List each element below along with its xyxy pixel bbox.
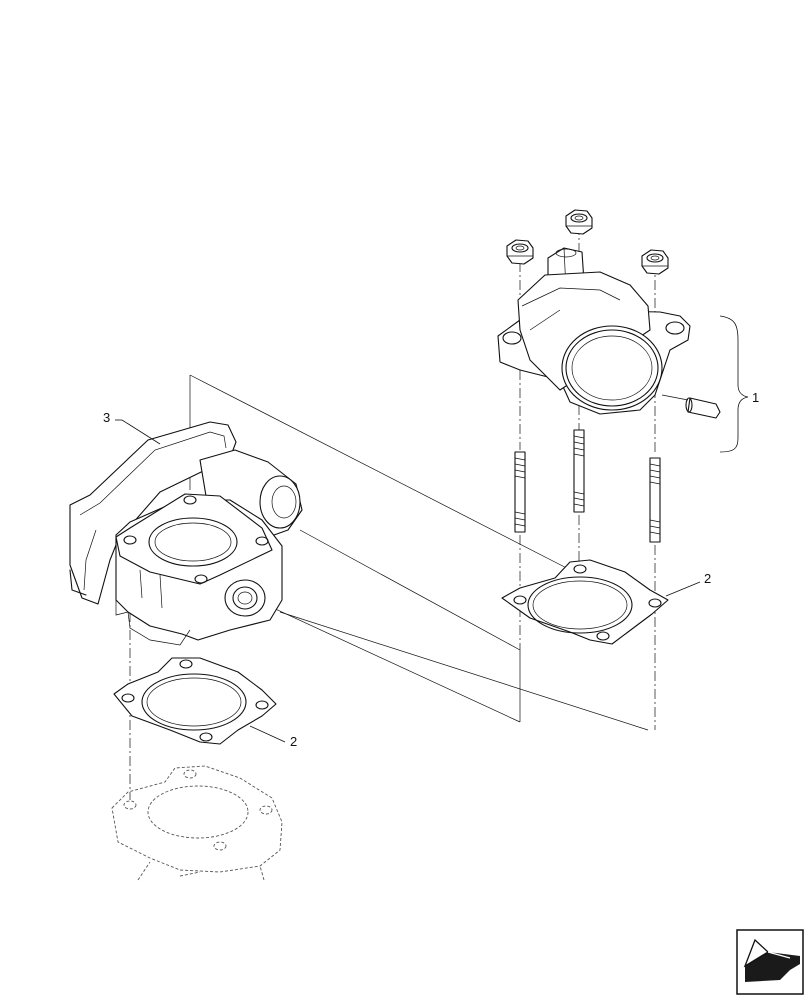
dowel-pin [661,394,721,419]
leader-lines [115,419,701,743]
stud-center [573,429,585,513]
callout-2-right: 2 [704,571,711,586]
stud-left [514,451,526,533]
gasket-left [113,657,277,745]
stud-right [649,457,661,543]
hex-nut-right [641,249,669,275]
hex-nut-left [506,239,534,265]
alignment-lines [189,374,649,731]
callout-3: 3 [103,410,110,425]
mating-flange-ghost [111,765,283,881]
hex-nut-center [565,209,593,235]
callout-1: 1 [752,390,759,405]
gasket-right [501,559,669,645]
callout-bracket-1 [719,315,749,453]
callout-2-left: 2 [290,734,297,749]
throttle-valve-body [69,421,303,646]
elbow-outlet-housing [497,247,691,415]
previous-page-arrow-icon[interactable] [736,929,804,995]
